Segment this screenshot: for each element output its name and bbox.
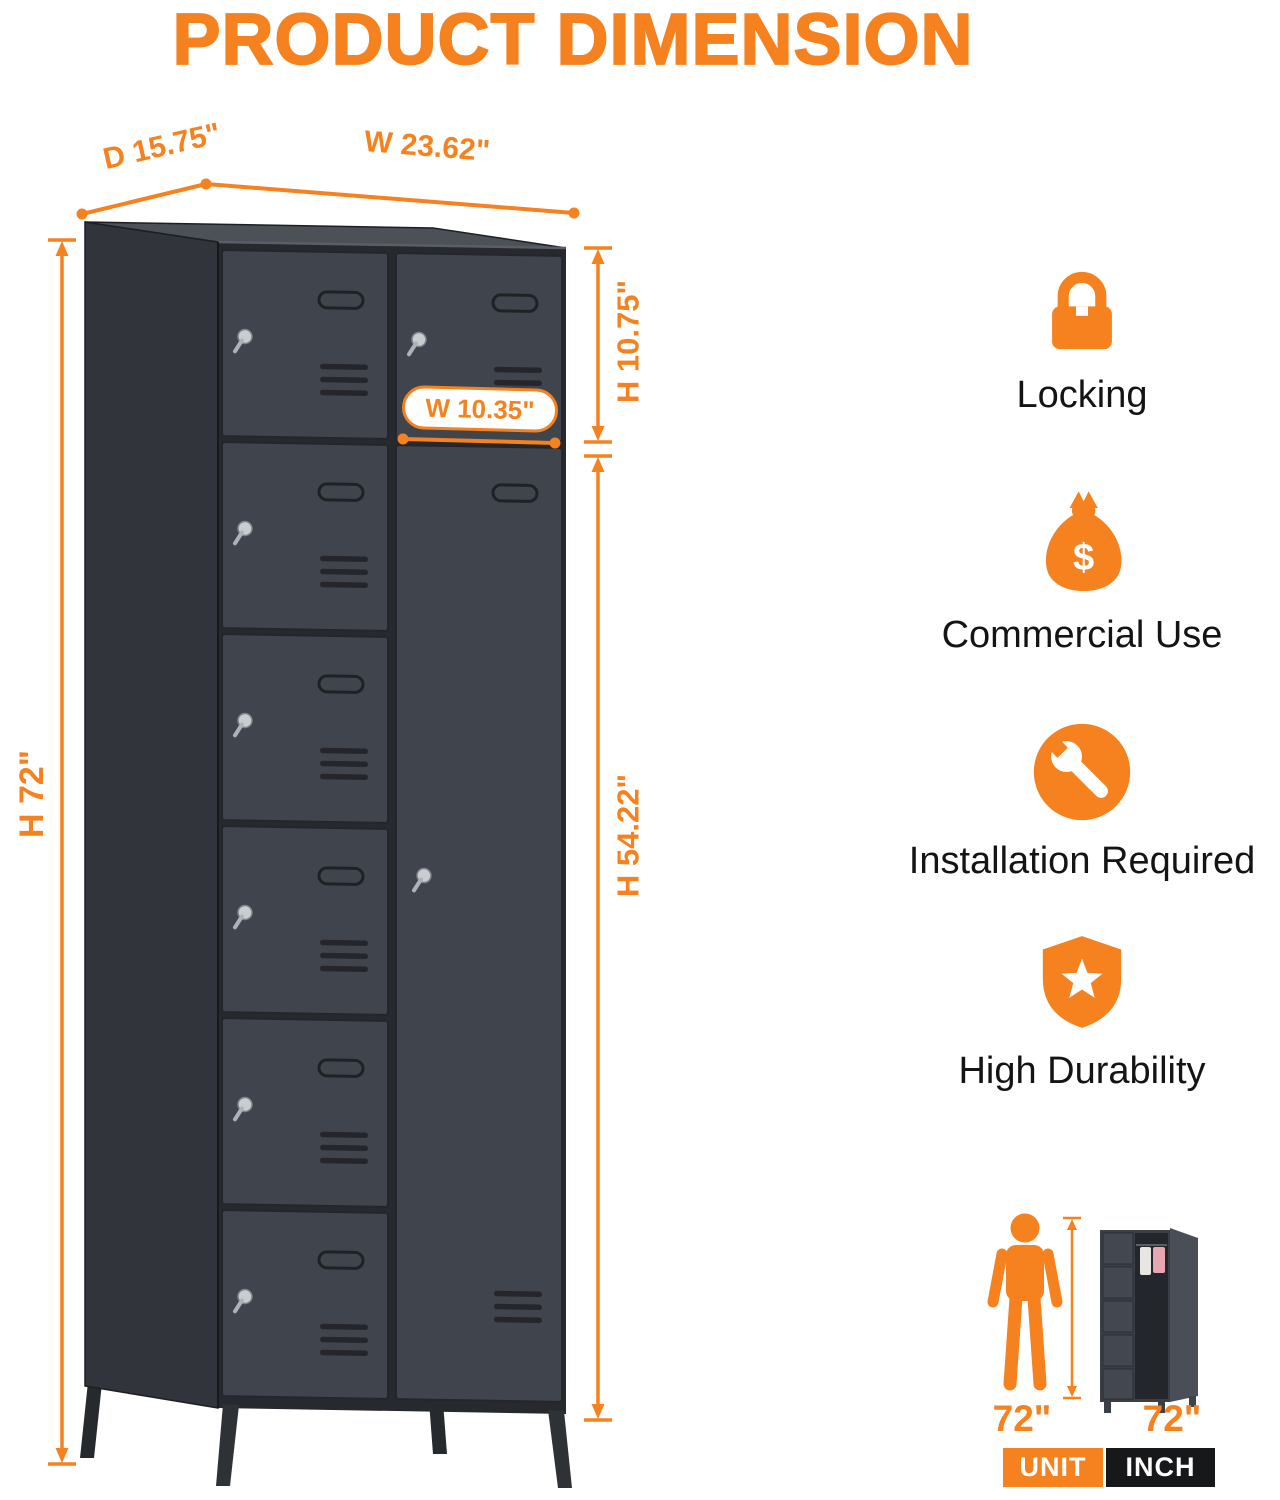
scale-measure-line (1063, 1216, 1081, 1400)
locker-leg (216, 1404, 239, 1486)
door-width-dimension-line (397, 433, 561, 449)
unit-badge-value: INCH (1106, 1448, 1215, 1487)
person-height-label: 72" (992, 1398, 1052, 1439)
locker-door (222, 634, 388, 823)
wrench-icon (1033, 723, 1131, 821)
dollar-glyph: $ (1073, 536, 1094, 579)
total-height-dimension-line (48, 238, 76, 1466)
locker-tall-door (396, 445, 562, 1402)
dimension-arrows (48, 178, 612, 1466)
page-title: PRODUCT DIMENSION (172, 0, 974, 80)
lock-icon (1052, 271, 1112, 350)
locker-height-label: 72" (1142, 1398, 1202, 1439)
feature-label: Commercial Use (941, 614, 1223, 656)
total-height-dimension-label: H 72" (13, 750, 51, 838)
feature-list: Locking $ Commercial Use Installation Re… (872, 0, 1280, 1120)
tall-door-height-dimension-label: H 54.22" (610, 773, 646, 898)
tall-door-height-dimension-line (584, 454, 612, 1422)
feature-installation-required: Installation Required (872, 722, 1280, 883)
locker-door (222, 442, 388, 631)
person-icon (987, 1213, 1063, 1391)
feature-label: High Durability (958, 1050, 1206, 1092)
top-door-height-dimension-label: H 10.75" (610, 279, 646, 404)
feature-locking: Locking (872, 262, 1280, 417)
door-width-dimension-label: W 10.35" (401, 384, 559, 434)
scale-locker-thumbnail (1100, 1228, 1198, 1413)
locker-illustration (80, 221, 572, 1488)
locker-door (222, 1210, 388, 1399)
width-dimension-line (205, 182, 580, 219)
locker-front-panel (218, 242, 566, 1414)
depth-dimension-line (76, 178, 212, 220)
feature-commercial-use: $ Commercial Use (872, 488, 1280, 657)
feature-high-durability: High Durability (872, 932, 1280, 1093)
locker-side-panel (84, 221, 219, 1409)
feature-label: Locking (1016, 374, 1148, 416)
locker-door (222, 1018, 388, 1207)
locker-top-edge (217, 240, 567, 250)
shield-star-icon (1042, 936, 1122, 1028)
unit-badge: UNIT INCH (1003, 1448, 1215, 1487)
feature-label: Installation Required (908, 840, 1256, 882)
locker-leg (80, 1382, 102, 1458)
locker-door (222, 250, 388, 439)
locker-door (222, 826, 388, 1015)
top-door-height-dimension-line (584, 246, 612, 444)
locker-leg (548, 1410, 572, 1488)
money-bag-icon: $ (1045, 491, 1122, 592)
unit-badge-label: UNIT (1003, 1448, 1103, 1487)
